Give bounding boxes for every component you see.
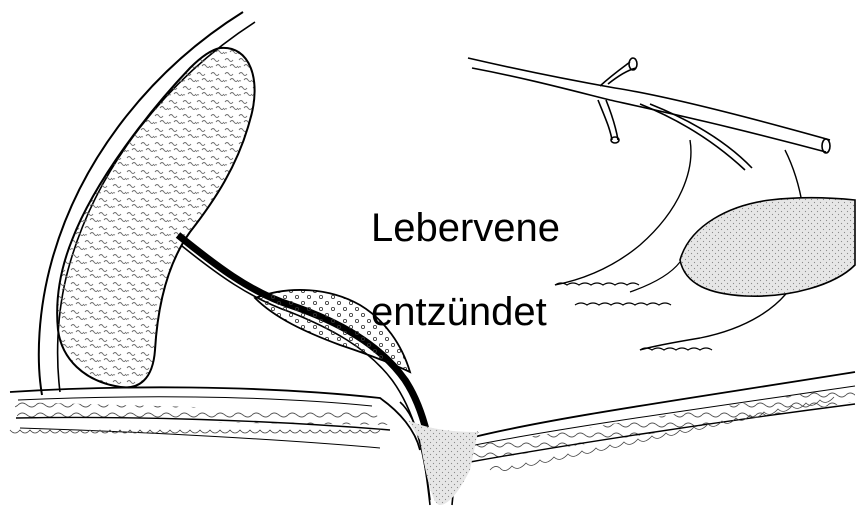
label-line-1: Lebervene	[371, 208, 560, 248]
label-line-2: entzündet	[371, 292, 547, 332]
body-wall	[10, 372, 855, 505]
stippled-gland	[630, 198, 855, 297]
liver-lobe	[57, 48, 254, 388]
